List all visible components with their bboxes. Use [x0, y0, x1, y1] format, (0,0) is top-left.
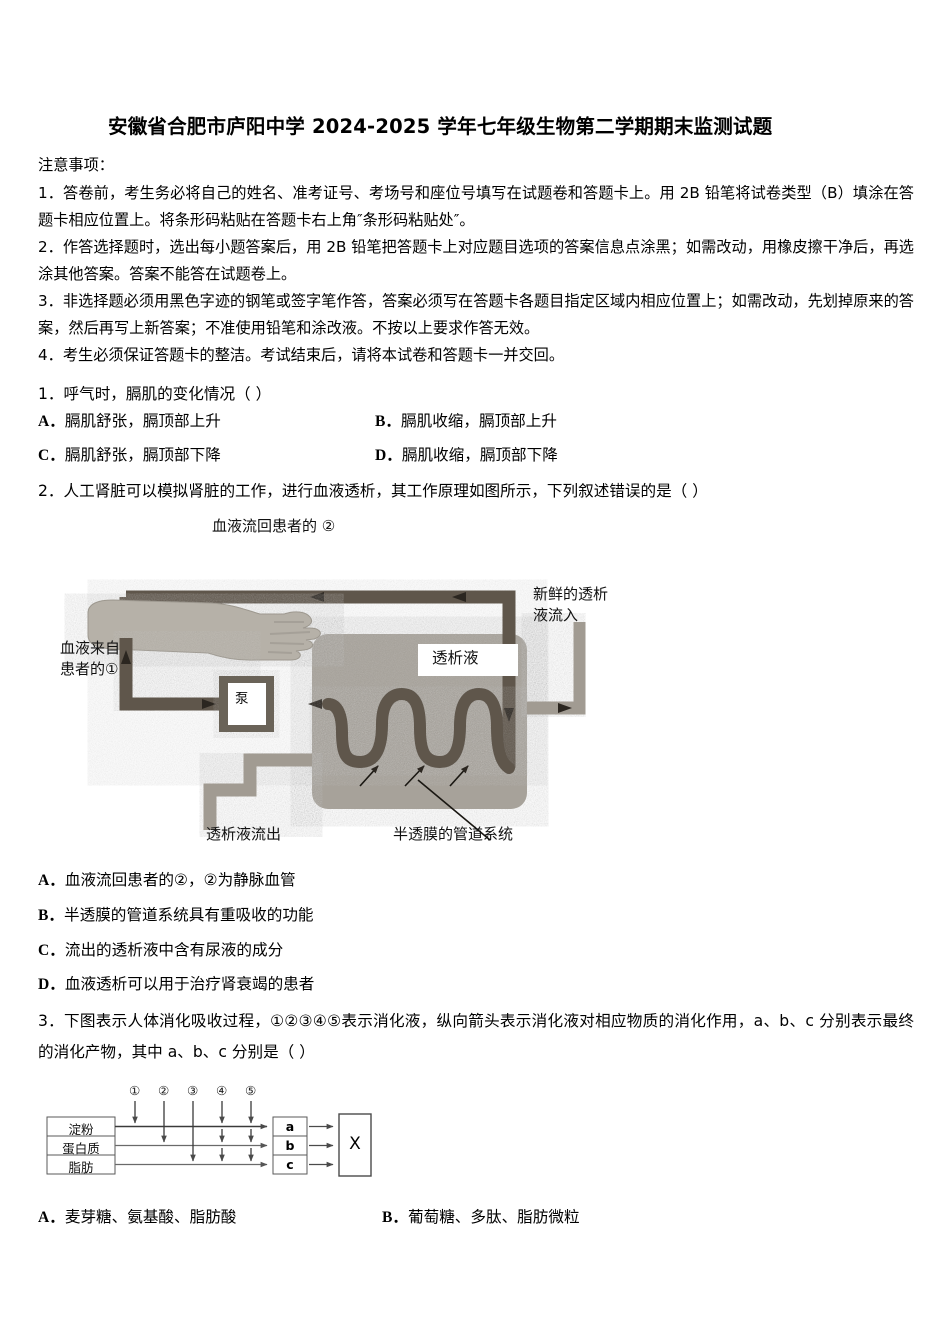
semipermeable-coil: [322, 687, 515, 774]
product-c: c: [286, 1157, 294, 1172]
pump-box: [219, 676, 274, 732]
digestive-juice-1: ①: [129, 1083, 141, 1098]
product-b: b: [285, 1138, 295, 1153]
option-text: 麦芽糖、氨基酸、脂肪酸: [64, 1208, 237, 1226]
label-blood-return: 血液流回患者的 ②: [212, 517, 336, 535]
substrate-fat: 脂肪: [68, 1160, 94, 1175]
option-text: 膈肌收缩，膈顶部上升: [401, 412, 557, 430]
option-label: B．: [382, 1209, 408, 1226]
notice-item-4: 4．考生必须保证答题卡的整洁。考试结束后，请将本试卷和答题卡一并交回。: [38, 346, 565, 364]
absorption-arrows: [309, 1123, 334, 1168]
option-text: 葡萄糖、多肽、脂肪微粒: [408, 1208, 580, 1226]
flow-arrow-dialysate-in: [558, 703, 572, 713]
digestive-juice-arrows: [132, 1101, 254, 1162]
notice-block: 注意事项： 1．答卷前，考生务必将自己的姓名、准考证号、考场号和座位号填写在试题…: [38, 152, 914, 369]
dialysis-diagram-svg: [87, 590, 587, 841]
substrate-protein: 蛋白质: [62, 1141, 100, 1156]
flow-arrow-top-left: [310, 592, 324, 602]
fresh-dialysate-in-tube: [527, 622, 587, 715]
digestive-juice-4: ④: [216, 1083, 228, 1098]
question-1-option-b[interactable]: B．膈肌收缩，膈顶部上升: [375, 409, 557, 431]
option-text: 血液流回患者的②，②为静脉血管: [64, 871, 296, 889]
substrate-starch: 淀粉: [68, 1122, 94, 1137]
option-label: A．: [38, 1209, 65, 1226]
label-blood-from-patient: 血液来自 患者的①: [60, 639, 121, 678]
question-2-option-a[interactable]: A．血液流回患者的②，②为静脉血管: [38, 868, 296, 890]
question-1-option-a[interactable]: A．膈肌舒张，膈顶部上升: [38, 409, 221, 431]
flow-arrow-down-left: [121, 650, 131, 664]
notice-heading: 注意事项：: [38, 156, 114, 174]
option-text: 血液透析可以用于治疗肾衰竭的患者: [64, 975, 315, 993]
option-label: B．: [375, 413, 401, 430]
figure-dialysis: 血液流回患者的 ② 血液来自 患者的① 新鲜的透析 液流入 透析液 泵 透析液流…: [60, 517, 700, 858]
figure-digestion: ① ② ③ ④ ⑤ 淀粉 蛋白质 脂肪 a b c X: [45, 1083, 385, 1195]
notice-item-3: 3．非选择题必须用黑色字迹的钢笔或签字笔作答，答案必须写在答题卡各题目指定区域内…: [38, 292, 914, 337]
question-3-stem: 3．下图表示人体消化吸收过程，①②③④⑤表示消化液，纵向箭头表示消化液对相应物质…: [38, 1012, 914, 1061]
flow-arrow-to-pump: [202, 699, 216, 709]
question-1-option-d[interactable]: D．膈肌收缩，膈顶部下降: [375, 443, 558, 465]
flow-arrow-right-up: [504, 708, 514, 722]
notice-item-2: 2．作答选择题时，选出每小题答案后，用 2B 铅笔把答题卡上对应题目选项的答案信…: [38, 238, 914, 283]
flow-arrow-top-right: [452, 592, 466, 602]
notice-item-1: 1．答卷前，考生务必将自己的姓名、准考证号、考场号和座位号填写在试题卷和答题卡上…: [38, 184, 914, 229]
substrate-box-group: [46, 1116, 116, 1175]
question-3-option-b[interactable]: B．葡萄糖、多肽、脂肪微粒: [382, 1205, 580, 1227]
digestive-juice-2: ②: [158, 1083, 170, 1098]
membrane-pointer-arrows: [359, 765, 491, 841]
question-2-stem: 2．人工肾脏可以模拟肾脏的工作，进行血液透析，其工作原理如图所示，下列叙述错误的…: [38, 482, 708, 500]
label-membrane-tube-system: 半透膜的管道系统: [393, 825, 514, 843]
option-label: C．: [38, 942, 65, 959]
label-fresh-dialysate-in: 新鲜的透析 液流入: [533, 585, 609, 624]
question-1-stem: 1．呼气时，膈肌的变化情况（ ）: [38, 385, 272, 403]
option-label: C．: [38, 447, 65, 464]
dialysate-out-tube: [203, 753, 312, 830]
option-label: B．: [38, 907, 64, 924]
patient-arm: [87, 599, 321, 661]
digestion-diagram-svg: [46, 1101, 372, 1177]
reaction-lines: [115, 1123, 268, 1168]
option-label: A．: [38, 413, 65, 430]
flow-arrow-pump-out: [308, 699, 322, 709]
question-1-option-c[interactable]: C．膈肌舒张，膈顶部下降: [38, 443, 221, 465]
option-label: D．: [375, 447, 402, 464]
label-dialysate-out: 透析液流出: [206, 825, 282, 843]
option-text: 膈肌舒张，膈顶部下降: [64, 446, 221, 464]
product-a: a: [285, 1119, 295, 1134]
digestive-juice-3: ③: [187, 1083, 199, 1098]
question-2-option-b[interactable]: B．半透膜的管道系统具有重吸收的功能: [38, 903, 314, 925]
product-box-group: [272, 1116, 308, 1175]
label-pump: 泵: [235, 691, 249, 707]
question-3-option-a[interactable]: A．麦芽糖、氨基酸、脂肪酸: [38, 1205, 236, 1227]
option-label: A．: [38, 872, 65, 889]
option-text: 流出的透析液中含有尿液的成分: [64, 941, 284, 959]
option-text: 半透膜的管道系统具有重吸收的功能: [64, 906, 314, 924]
final-box-label: X: [349, 1134, 361, 1154]
option-label: D．: [38, 976, 65, 993]
final-destination-box: [338, 1113, 372, 1177]
question-2-option-d[interactable]: D．血液透析可以用于治疗肾衰竭的患者: [38, 972, 314, 994]
page-title: 安徽省合肥市庐阳中学 2024-2025 学年七年级生物第二学期期末监测试题: [108, 115, 773, 138]
option-text: 膈肌舒张，膈顶部上升: [64, 412, 221, 430]
label-dialysate: 透析液: [432, 649, 479, 667]
dialysate-label-plate: [418, 644, 518, 676]
option-text: 膈肌收缩，膈顶部下降: [401, 446, 558, 464]
digestive-juice-5: ⑤: [245, 1083, 257, 1098]
question-2-option-c[interactable]: C．流出的透析液中含有尿液的成分: [38, 938, 283, 960]
